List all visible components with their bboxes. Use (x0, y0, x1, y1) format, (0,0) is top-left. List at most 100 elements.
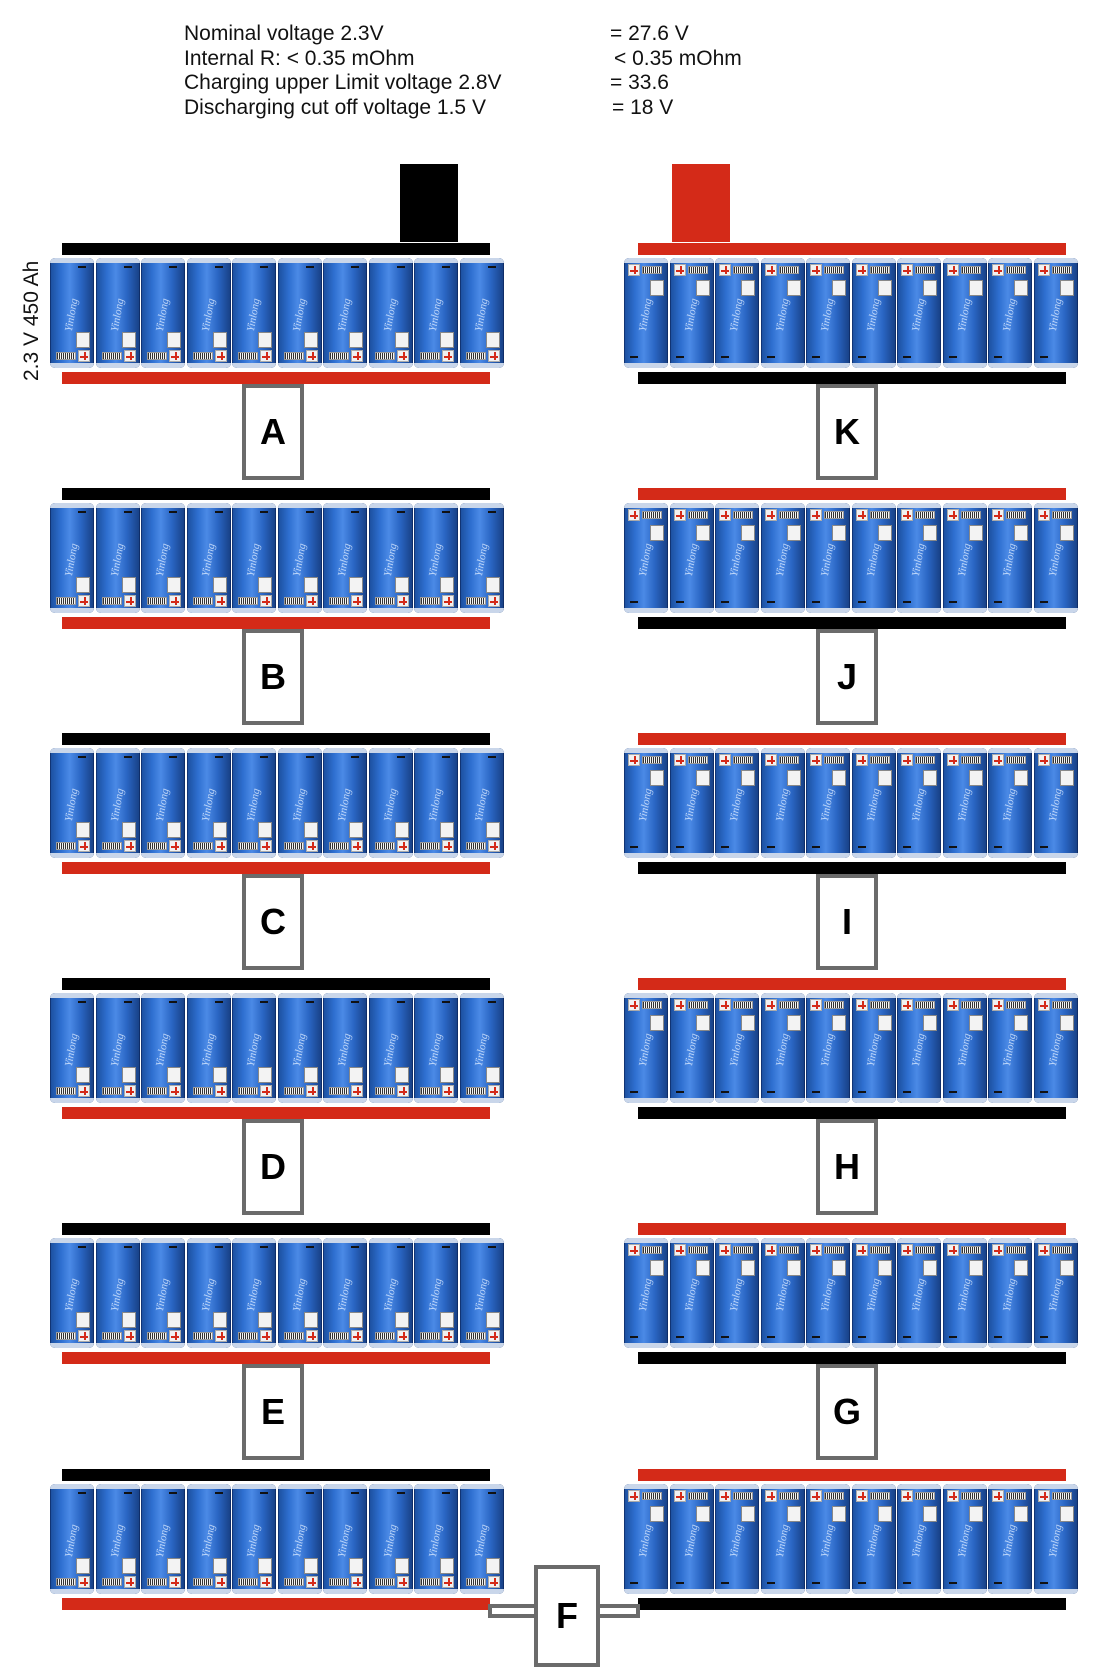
cell-bottom-cap (624, 1589, 668, 1594)
battery-cell: Yinlong (277, 748, 322, 858)
barcode-icon (1051, 1246, 1072, 1254)
cell-top-cap (897, 1484, 941, 1489)
cell-bottom-cap (50, 608, 94, 613)
cell-top-cap (186, 993, 231, 998)
battery-cell: Yinlong (186, 258, 231, 368)
plus-terminal-icon (992, 999, 1004, 1011)
cell-brand-text: Yinlong (1046, 542, 1065, 578)
battery-cell: Yinlong (459, 503, 504, 613)
cell-sticker (968, 1015, 983, 1031)
plus-terminal-icon (810, 1490, 822, 1502)
cell-brand-text: Yinlong (773, 1277, 792, 1313)
cell-brand-text: Yinlong (108, 1277, 127, 1313)
cell-top-cap (95, 258, 140, 263)
battery-cell: Yinlong (624, 258, 668, 368)
minus-terminal-icon (78, 266, 86, 268)
battery-cell: Yinlong (323, 1484, 367, 1594)
plus-terminal-icon (351, 1576, 363, 1588)
minus-terminal-icon (487, 511, 496, 513)
plus-terminal-icon (487, 595, 500, 607)
cell-brand-text: Yinlong (1046, 1523, 1065, 1559)
connector-D-label: D (260, 1146, 286, 1187)
minus-terminal-icon (396, 756, 405, 758)
battery-cell: Yinlong (760, 993, 805, 1103)
plus-terminal-icon (1037, 999, 1050, 1011)
cell-sticker (968, 525, 983, 541)
cell-brand-text: Yinlong (427, 297, 445, 333)
barcode-icon (420, 352, 440, 360)
cell-bottom-cap (186, 1589, 231, 1594)
minus-terminal-icon (305, 756, 314, 758)
plus-terminal-icon (628, 1244, 640, 1256)
plus-terminal-icon (719, 754, 731, 766)
cell-bottom-cap (897, 1589, 941, 1594)
cell-sticker (167, 332, 181, 348)
cell-top-cap (414, 993, 458, 998)
plus-terminal-icon (1037, 754, 1050, 766)
barcode-icon (101, 842, 122, 850)
cell-sticker (695, 1015, 710, 1031)
cell-brand-logo: Yinlong (104, 543, 132, 578)
barcode-icon (687, 1492, 708, 1500)
minus-terminal-icon (305, 1492, 314, 1494)
plus-terminal-icon (123, 350, 136, 362)
cell-bottom-cap (459, 1098, 504, 1103)
cell-brand-logo: Yinlong (905, 788, 933, 823)
cell-sticker (741, 770, 755, 786)
cell-bottom-cap (232, 1589, 276, 1594)
battery-cell: Yinlong (232, 1484, 276, 1594)
minus-terminal-icon (396, 266, 405, 268)
minus-terminal-icon (305, 1001, 314, 1003)
minus-terminal-icon (948, 1582, 957, 1584)
cell-sticker (695, 1506, 710, 1522)
cell-sticker (695, 1260, 710, 1276)
cell-bottom-cap (368, 1098, 413, 1103)
cell-brand-text: Yinlong (728, 1032, 746, 1068)
cell-sticker (832, 770, 846, 786)
battery-cell: Yinlong (141, 748, 185, 858)
barcode-icon (824, 1246, 844, 1254)
connector-E: E (242, 1364, 304, 1460)
cell-brand-text: Yinlong (336, 787, 354, 823)
cell-bottom-cap (323, 1098, 367, 1103)
battery-cell: Yinlong (323, 1238, 367, 1348)
cell-brand-logo: Yinlong (104, 788, 132, 823)
minus-terminal-icon (994, 846, 1002, 848)
cell-sticker (832, 1015, 846, 1031)
bank-F-right-bottom-busbar (638, 1598, 1066, 1610)
battery-cell: Yinlong (897, 258, 941, 368)
minus-terminal-icon (78, 756, 86, 758)
minus-terminal-icon (442, 511, 450, 513)
plus-terminal-icon (78, 595, 90, 607)
connector-F-link-left (488, 1604, 538, 1618)
connector-H: H (816, 1119, 878, 1215)
cell-top-cap (988, 1484, 1032, 1489)
battery-cell: Yinlong (942, 258, 987, 368)
bank-G-right-bottom-busbar (638, 1352, 1066, 1364)
minus-terminal-icon (1039, 846, 1048, 848)
barcode-icon (824, 756, 844, 764)
cell-brand-text: Yinlong (1001, 1277, 1019, 1313)
barcode-icon (960, 1492, 981, 1500)
cell-bottom-cap (760, 1589, 805, 1594)
cell-brand-text: Yinlong (864, 1523, 883, 1559)
minus-terminal-icon (1039, 1336, 1048, 1338)
battery-cell: Yinlong (715, 748, 759, 858)
cell-bottom-cap (715, 1343, 759, 1348)
cell-brand-logo: Yinlong (632, 543, 660, 578)
battery-cell: Yinlong (50, 258, 94, 368)
plus-terminal-icon (855, 1490, 868, 1502)
battery-cell: Yinlong (368, 258, 413, 368)
barcode-icon (733, 511, 753, 519)
minus-terminal-icon (1039, 601, 1048, 603)
cell-brand-logo: Yinlong (723, 1278, 751, 1313)
plus-terminal-icon (673, 999, 686, 1011)
cell-brand-logo: Yinlong (678, 1524, 706, 1559)
cell-top-cap (368, 1238, 413, 1243)
cell-brand-logo: Yinlong (951, 1033, 979, 1068)
cell-sticker (923, 1506, 937, 1522)
minus-terminal-icon (442, 1246, 450, 1248)
minus-terminal-icon (675, 601, 684, 603)
